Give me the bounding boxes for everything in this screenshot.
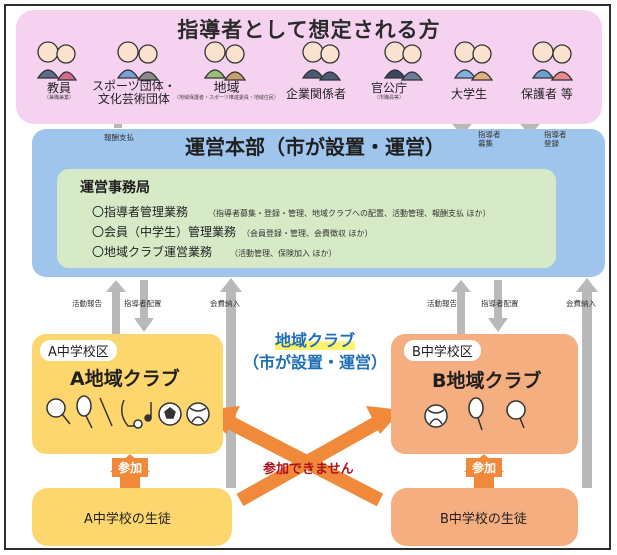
role-official: 官公庁 （市職員等） [371, 81, 408, 102]
local-club-caption: 地域クラブ （市が設置・運営） [242, 331, 387, 372]
business-person-icon [301, 41, 342, 81]
duty-row: 〇会員（中学生）管理業務（会員登録・管理、会費徴収 ほか） [92, 225, 373, 239]
duty-row: 〇指導者管理業務（指導者募集・登録・管理、地域クラブへの配置、活動管理、報酬支払… [92, 205, 491, 219]
guardian-icon [531, 41, 574, 81]
club-b-activity-icons [424, 397, 526, 431]
role-sports-culture: スポーツ団体・ 文化芸術団体 [92, 79, 176, 106]
students-a-label: A中学校の生徒 [84, 512, 171, 527]
role-guardian: 保護者 等 [521, 87, 573, 101]
cannot-join-label: 参加できません [263, 462, 354, 477]
local-resident-icon [203, 41, 247, 81]
club-a-name: A地域クラブ [70, 368, 180, 390]
brass-instrument-icon [121, 399, 143, 429]
join-tag-a: 参加 [112, 458, 149, 477]
club-a-activity-icons [46, 395, 210, 429]
role-local: 地域 （地域保護者・スポーツ推進委員・地域住民） [174, 81, 279, 101]
cross-line-2 [236, 413, 386, 507]
office-panel [57, 169, 556, 268]
soccer-ball-icon [158, 402, 182, 426]
role-teacher: 教員 （兼職兼業） [44, 81, 75, 102]
club-b-district: B中学校区 [404, 340, 481, 361]
sports-culture-icon [116, 41, 160, 81]
fee-arrow-b [576, 278, 598, 488]
report-arrow-a [106, 280, 126, 334]
table-tennis-icon [506, 400, 526, 429]
club-a-district: A中学校区 [40, 340, 117, 361]
fee-label-a: 会費納入 [210, 299, 240, 308]
baseball-bat-icon [99, 397, 113, 427]
join-tag-b: 参加 [466, 458, 503, 477]
hq-title: 運営本部（市が設置・運営） [185, 135, 445, 159]
students-a-panel [32, 488, 232, 546]
tennis-racket-icon [76, 395, 93, 429]
fee-arrow-a [220, 278, 242, 488]
tennis-racket-icon [468, 397, 484, 431]
candidate-title: 指導者として想定される方 [177, 18, 441, 42]
recruit-label: 指導者募集 [478, 130, 501, 148]
duty-row: 〇地域クラブ運営業務（活動管理、保険加入 ほか） [92, 245, 337, 259]
volleyball-icon [186, 402, 210, 426]
table-tennis-icon [46, 398, 71, 425]
assign-arrow-a [134, 280, 154, 332]
office-title: 運営事務局 [80, 180, 150, 196]
assign-label-b: 指導者配置 [481, 299, 519, 308]
student-icon [453, 41, 494, 81]
hq-club-arrows [106, 278, 598, 488]
report-arrow-b [451, 280, 471, 334]
register-label: 指導者登録 [544, 130, 567, 148]
people-illustrations [36, 41, 574, 81]
candidate-panel [16, 10, 602, 124]
report-label-a: 活動報告 [72, 299, 102, 308]
role-business: 企業関係者 [286, 87, 347, 101]
role-university-student: 大学生 [451, 87, 488, 101]
assign-arrow-b [488, 280, 508, 332]
report-label-b: 活動報告 [427, 299, 457, 308]
students-b-panel [391, 488, 578, 546]
students-b-label: B中学校の生徒 [440, 512, 527, 527]
teacher-icon [36, 41, 78, 81]
volleyball-icon [424, 404, 448, 428]
fee-label-b: 会費納入 [566, 299, 596, 308]
official-icon [383, 41, 424, 81]
pay-label: 報酬支払 [104, 133, 134, 142]
club-b-name: B地域クラブ [432, 370, 542, 392]
music-note-icon [144, 402, 152, 422]
assign-label-a: 指導者配置 [124, 299, 162, 308]
